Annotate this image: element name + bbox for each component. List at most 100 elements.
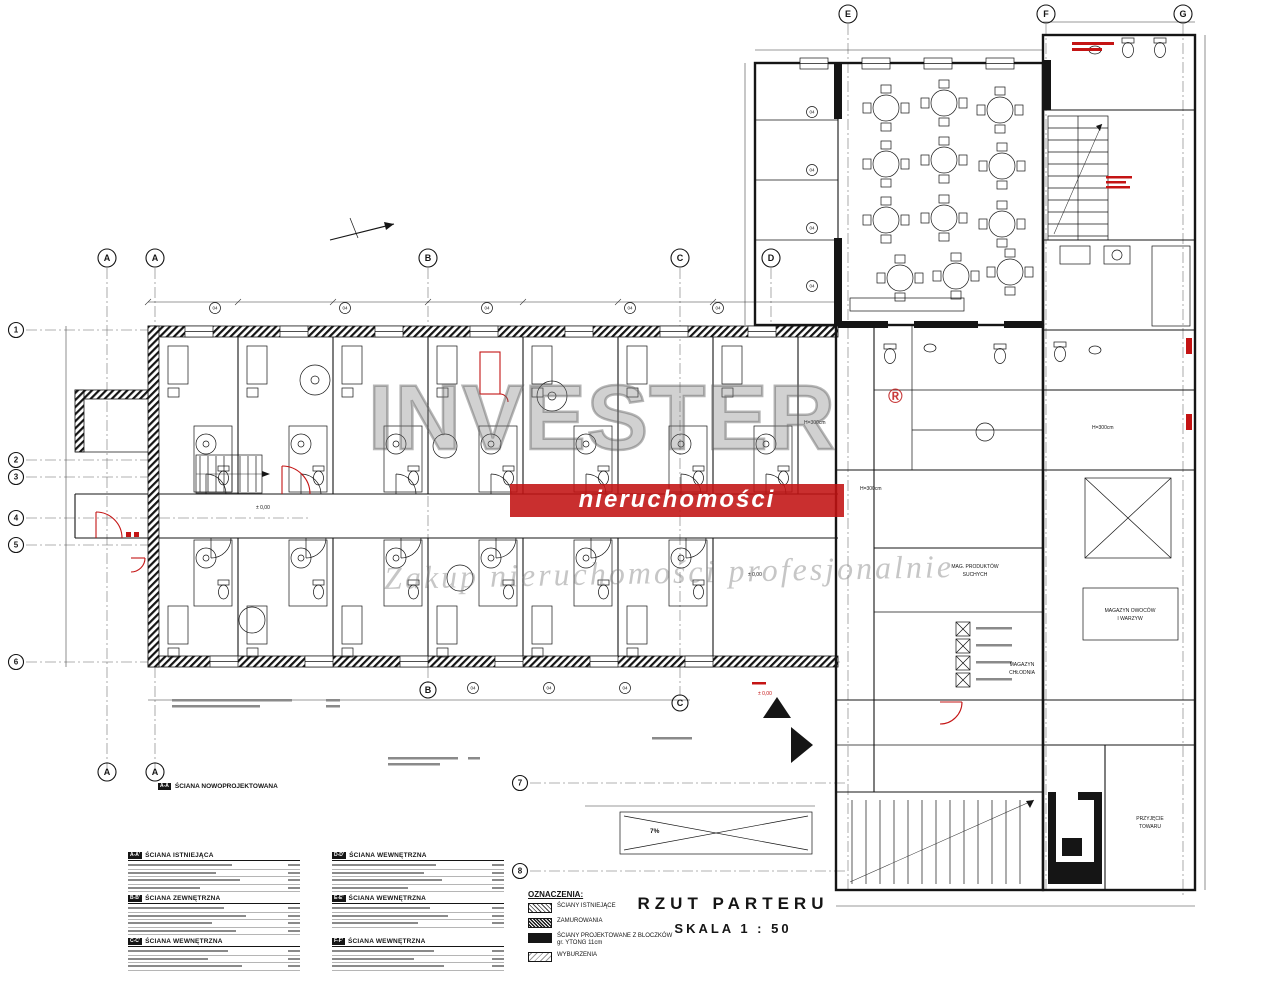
dimension-lines — [65, 21, 1206, 907]
wall-spec-table: E-E'ŚCIANA WEWNĘTRZNA — [332, 895, 504, 928]
entrance-arrow-right — [791, 727, 813, 763]
room-label-fruit-storage: MAGAZYN OWOCÓW — [1105, 607, 1156, 614]
section-code: A-A — [158, 783, 171, 790]
svg-text:I WARZYW: I WARZYW — [1117, 616, 1143, 622]
grid-bubble: 2 — [14, 456, 19, 465]
wall-table-title: ŚCIANA ZEWNĘTRZNA — [145, 895, 221, 902]
room-label-cold-storage: MAGAZYN — [1010, 662, 1035, 668]
ref-bubble: 04 — [809, 110, 815, 115]
wall-table-title: ŚCIANA WEWNĘTRZNA — [145, 938, 223, 945]
room-label-dry-storage: MAG. PRODUKTÓW — [951, 563, 999, 570]
title-block: RZUT PARTERU SKALA 1 : 50 — [628, 894, 838, 936]
wall-table-title: ŚCIANA WEWNĘTRZNA — [348, 895, 427, 902]
grid-bubble: B — [425, 685, 432, 695]
wall-table-code: F-F' — [332, 938, 345, 945]
room-height-label: H=300cm — [860, 486, 882, 492]
room-label-goods: PRZYJĘCIE — [1136, 816, 1164, 822]
drawing-title: RZUT PARTERU — [637, 894, 829, 913]
grid-bubble: G — [1179, 9, 1186, 19]
grid-bubble: F — [1043, 9, 1049, 19]
section-title: ŚCIANA NOWOPROJEKTOWANA — [174, 783, 278, 790]
wall-table-code: E-E' — [332, 895, 346, 902]
grid-bubble: D — [768, 253, 775, 263]
section-cut-arrow — [329, 217, 395, 241]
ramp-slope-label: 7% — [650, 828, 660, 835]
small-ref-bubbles: 04 04 04 04 04 04 04 04 04 04 04 04 — [209, 106, 818, 694]
ref-bubble: 04 — [484, 306, 490, 311]
west-entrance — [74, 389, 149, 573]
stair-bottom-right — [849, 799, 1035, 884]
legend: OZNACZENIA: ŚCIANY ISTNIEJĄCE ZAMUROWANI… — [528, 890, 703, 967]
room-height-label: H=300cm — [1092, 425, 1114, 431]
dining-tables — [862, 79, 1034, 302]
ref-bubble: 04 — [546, 686, 552, 691]
wall-spec-table: B-B'ŚCIANA ZEWNĘTRZNA — [128, 895, 300, 935]
level-mark: ± 0,00 — [256, 505, 270, 511]
ref-bubble: 04 — [809, 284, 815, 289]
demolition-cross-room — [1084, 477, 1172, 559]
level-mark-red: ± 0,00 — [758, 691, 772, 697]
grid-bubble: E — [845, 9, 851, 19]
ref-bubble: 04 — [809, 226, 815, 231]
legend-item: ŚCIANY PROJEKTOWANE Z BLOCZKÓW gr. YTONG… — [528, 933, 703, 947]
grid-bubble: A — [152, 767, 159, 777]
svg-text:SUCHYCH: SUCHYCH — [963, 572, 988, 578]
grid-bubble: 7 — [518, 779, 523, 788]
entrance-arrow-up — [763, 697, 791, 718]
ref-bubble: 04 — [470, 686, 476, 691]
drawing-scale: SKALA 1 : 50 — [674, 921, 792, 936]
grid-bubble: 1 — [14, 326, 19, 335]
legend-swatch-new-walls — [528, 933, 552, 943]
wall-table-code: D-D' — [332, 852, 347, 859]
grid-bubble: C — [677, 253, 684, 263]
right-wing — [752, 33, 1197, 892]
wall-table-code: C-C' — [128, 938, 143, 945]
ref-bubble: 04 — [715, 306, 721, 311]
grid-bubble: 5 — [14, 541, 19, 550]
grid-bubble: A — [104, 767, 111, 777]
legend-title: OZNACZENIA: — [528, 890, 584, 899]
wall-table-title: ŚCIANA WEWNĘTRZNA — [347, 938, 426, 945]
wall-spec-table: A-A'ŚCIANA ISTNIEJĄCA — [128, 852, 300, 892]
ref-bubble: 04 — [622, 686, 628, 691]
cold-storage-units — [955, 621, 1012, 688]
entrance-door-red — [95, 511, 146, 573]
left-wing — [74, 325, 839, 668]
ref-bubble: 04 — [212, 306, 218, 311]
legend-swatch-bricked-up — [528, 918, 552, 928]
legend-swatch-demolition — [528, 952, 552, 963]
grid-bubble: 6 — [14, 658, 19, 667]
grid-bubble: B — [425, 253, 432, 263]
wall-spec-table: C-C'ŚCIANA WEWNĘTRZNA — [128, 938, 300, 971]
ref-bubble: 04 — [342, 306, 348, 311]
ref-bubble: 04 — [809, 168, 815, 173]
legend-item: ŚCIANY ISTNIEJĄCE — [528, 903, 703, 913]
ref-bubble: 04 — [627, 306, 633, 311]
legend-swatch-existing-walls — [528, 903, 552, 913]
annotations: 7% ± 0,00 ± 0,00 ± 0,00 H=300cm H=300cm … — [256, 217, 1164, 855]
red-marked-wall — [479, 351, 501, 395]
room-height-label: H=300cm — [804, 420, 826, 426]
red-door-loading — [939, 701, 963, 725]
wall-table-code: B-B' — [128, 895, 143, 902]
grid-bubble: C — [677, 698, 684, 708]
stair-left-wing — [195, 454, 270, 494]
red-corridor-door — [281, 465, 311, 495]
legend-item: ZAMUROWANIA — [528, 918, 703, 928]
ramp: 7% — [619, 811, 813, 855]
wall-table-code: A-A' — [128, 852, 143, 859]
wall-table-title: ŚCIANA ISTNIEJĄCA — [145, 852, 214, 859]
wall-spec-table: D-D'ŚCIANA WEWNĘTRZNA — [332, 852, 504, 892]
legend-item: WYBURZENIA — [528, 952, 703, 963]
wall-spec-table: F-F'ŚCIANA WEWNĘTRZNA — [332, 938, 504, 971]
svg-text:CHŁODNIA: CHŁODNIA — [1009, 670, 1036, 676]
grid-bubble: A — [152, 253, 159, 263]
grid-bubble: 3 — [14, 473, 19, 482]
svg-text:TOWARU: TOWARU — [1139, 824, 1161, 830]
wall-table-title: ŚCIANA WEWNĘTRZNA — [349, 852, 427, 859]
grid-bubble: A — [104, 253, 111, 263]
grid-bubble: 4 — [14, 514, 19, 523]
grid-bubble: 8 — [518, 867, 523, 876]
